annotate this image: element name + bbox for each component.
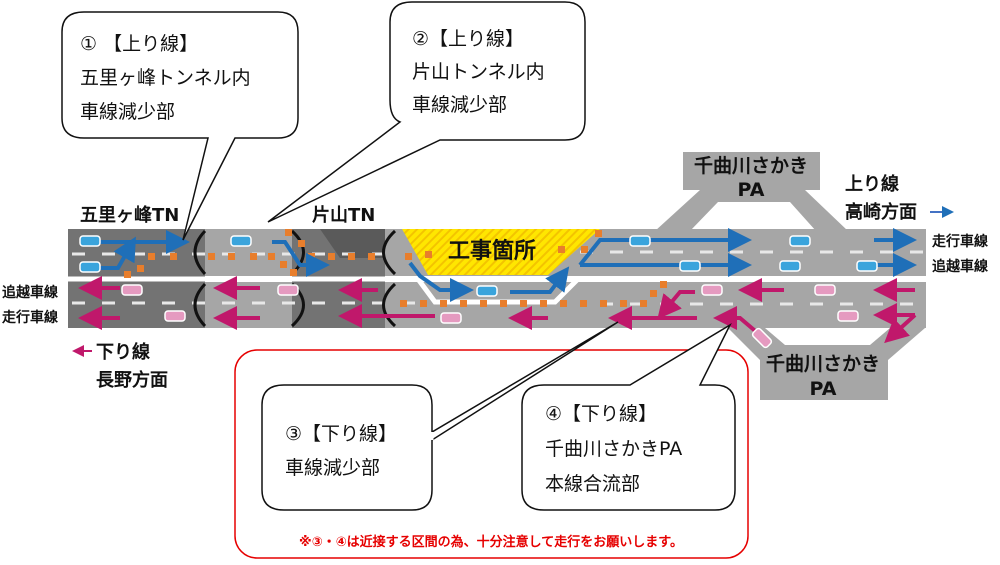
callout-2: ②【上り線】 片山トンネル内 車線減少部: [267, 1, 586, 223]
callout-2-desc: 車線減少部: [412, 94, 507, 116]
down-traffic-arrows: [78, 276, 917, 344]
down-direction-label: 下り線: [96, 341, 150, 363]
up-direction-destination: 高崎方面: [845, 201, 917, 223]
callout-4-title: ④【下り線】: [545, 403, 657, 425]
callout-1-title: ① 【上り線】: [80, 33, 198, 55]
pa-top-label-pa: PA: [738, 179, 765, 201]
pa-top-label: 千曲川さかき: [694, 155, 808, 177]
pa-bottom-label: 千曲川さかき: [766, 353, 880, 375]
pa-bottom-label-pa: PA: [810, 378, 837, 400]
callout-2-location: 片山トンネル内: [412, 61, 545, 83]
callout-4-location: 千曲川さかきPA: [545, 438, 682, 460]
construction-label: 工事箇所: [448, 238, 536, 264]
callout-3-desc: 車線減少部: [285, 457, 380, 479]
callout-1-location: 五里ヶ峰トンネル内: [80, 67, 251, 89]
up-traffic-arrows: [100, 228, 917, 302]
left-lane-bottom-label: 走行車線: [2, 309, 58, 326]
notice-frame: [234, 349, 749, 559]
cars: [79, 235, 878, 349]
construction-zone: [402, 229, 600, 275]
callout-1: ① 【上り線】 五里ヶ峰トンネル内 車線減少部: [61, 11, 299, 241]
pa-bottom-area: 千曲川さかき PA: [728, 328, 925, 400]
notice-text: ※③・④は近接する区間の為、十分注意して走行をお願いします。: [299, 534, 683, 550]
callout-2-title: ②【上り線】: [412, 28, 524, 50]
right-lane-bottom-label: 追越車線: [932, 258, 988, 275]
up-direction-label: 上り線: [845, 173, 899, 195]
tunnel-goriga-label: 五里ヶ峰TN: [80, 204, 179, 226]
tunnel-katayama-label: 片山TN: [312, 204, 375, 226]
callout-4-desc: 本線合流部: [545, 473, 640, 495]
left-lane-top-label: 追越車線: [2, 284, 58, 301]
pa-top-area: 千曲川さかき PA: [655, 152, 848, 231]
callout-3: ③【下り線】 車線減少部: [261, 321, 619, 511]
callout-4: ④【下り線】 千曲川さかきPA 本線合流部: [521, 323, 736, 511]
right-lane-top-label: 走行車線: [932, 233, 988, 250]
traffic-cones: [124, 229, 667, 307]
down-direction-destination: 長野方面: [96, 369, 168, 391]
callout-3-title: ③【下り線】: [285, 423, 397, 445]
callout-1-desc: 車線減少部: [80, 101, 175, 123]
